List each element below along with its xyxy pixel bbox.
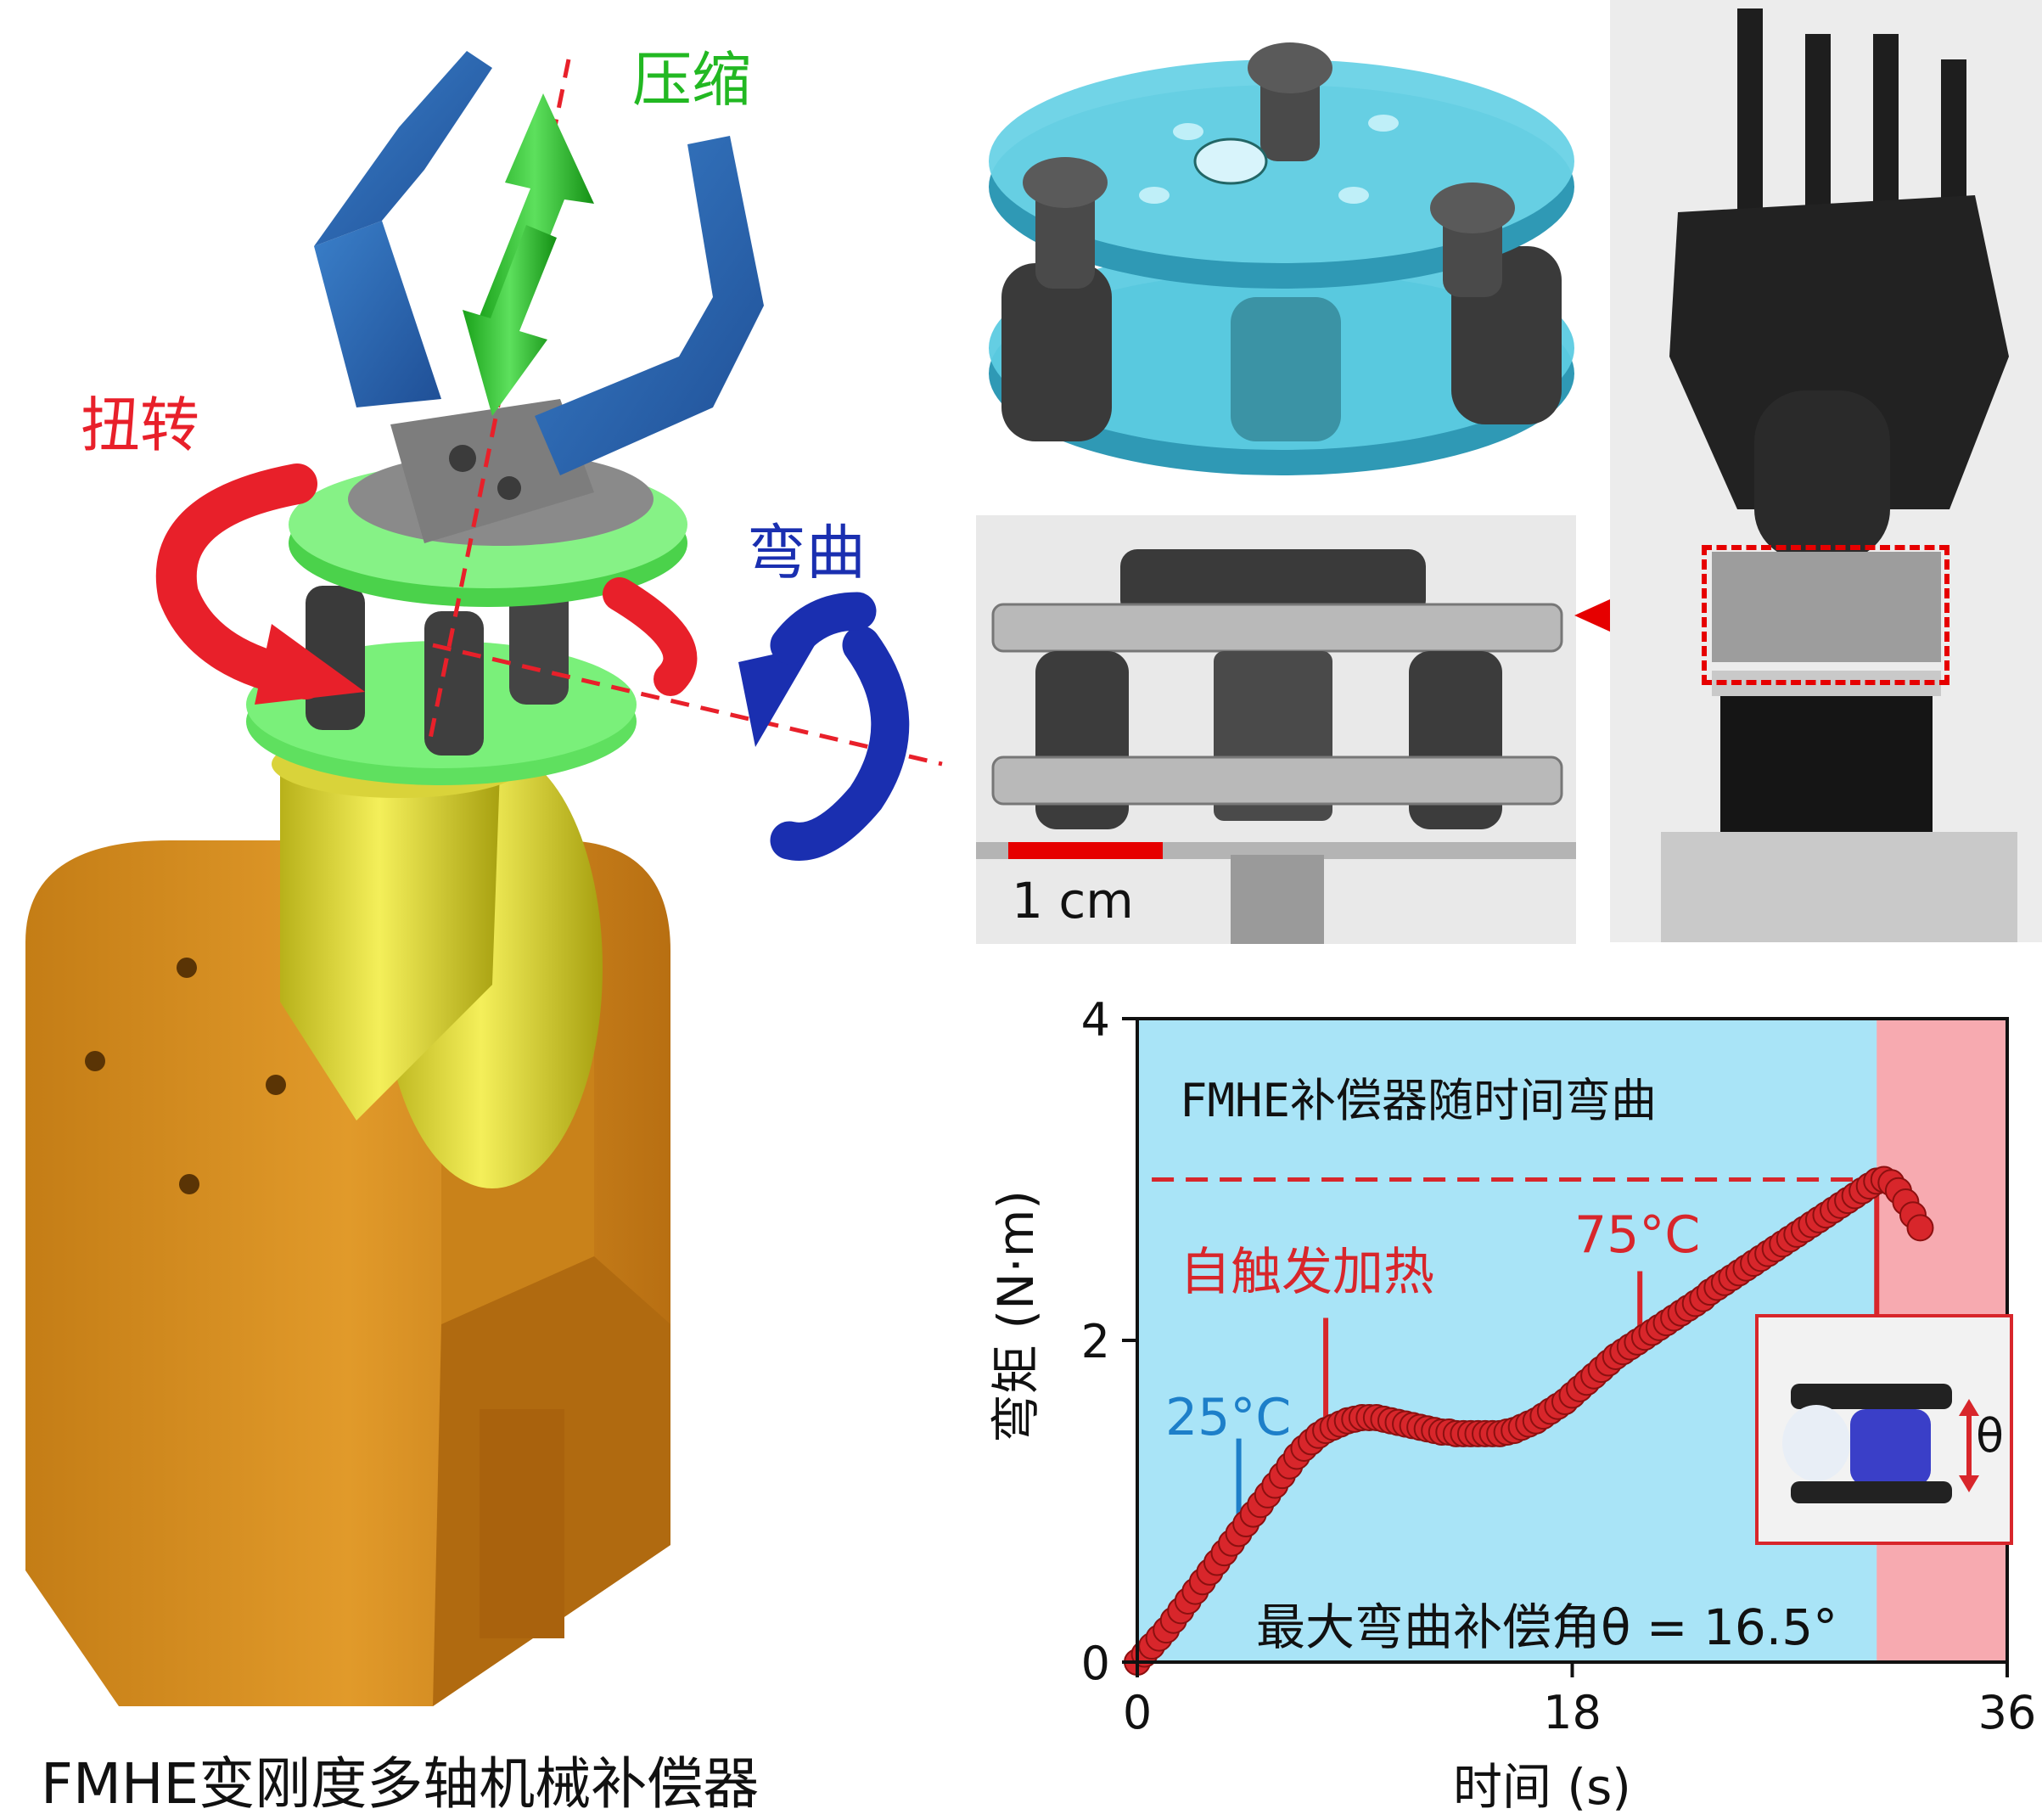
inset-photo [1755,1314,2013,1545]
y-axis-label: 弯矩 (N·m) [987,1189,1045,1443]
robot-hand-photo [1610,0,2042,942]
label-25c: 25°C [1165,1388,1292,1447]
scale-label: 1 cm [1012,872,1134,930]
x-axis-label: 时间 (s) [1453,1758,1631,1816]
y-tick-label: 0 [1081,1637,1110,1690]
x-tick-label: 18 [1543,1686,1602,1739]
bend-label: 弯曲 [747,518,866,587]
compress-arrow [463,93,594,416]
inset-blue-pillar [1850,1409,1931,1486]
torsion-arrow [155,463,698,705]
inset-theta: θ [1976,1409,2005,1463]
inset-top-plate [1791,1384,1952,1409]
scale-bar [1008,842,1163,859]
compress-label: 压缩 [632,45,751,115]
label-75c: 75°C [1574,1205,1701,1265]
data-point [1906,1214,1934,1242]
inset-arrow-head-down [1959,1475,1979,1492]
torsion-label: 扭转 [81,390,199,460]
blue-gripper [314,51,764,543]
closeup-photo: 1 cm [976,515,1576,944]
bending-moment-chart: 0 2 4 0 18 36 [1081,993,2037,1739]
compensator-render [25,51,943,1706]
inset-arrow-head-up [1959,1399,1979,1416]
highlight-box [1702,545,1949,685]
plates-render [989,42,1574,475]
label-max-angle: 最大弯曲补偿角θ = 16.5° [1256,1598,1838,1656]
inset-bottom-plate [1791,1481,1952,1503]
plot-axes: 0 2 4 0 18 36 [1081,993,2037,1739]
x-tick-label: 0 [1123,1686,1152,1739]
bend-arrow [738,592,910,861]
y-tick-label: 2 [1081,1315,1110,1368]
chart-heading: FMHE补偿器随时间弯曲 [1180,1074,1658,1127]
x-tick-label: 36 [1978,1686,2037,1739]
y-tick-label: 4 [1081,993,1110,1047]
device-caption: FMHE变刚度多轴机械补偿器 [41,1751,760,1817]
scatter-series [1124,1166,1934,1676]
label-self-heating: 自触发加热 [1180,1243,1434,1302]
inset-white-pillar [1782,1405,1850,1481]
